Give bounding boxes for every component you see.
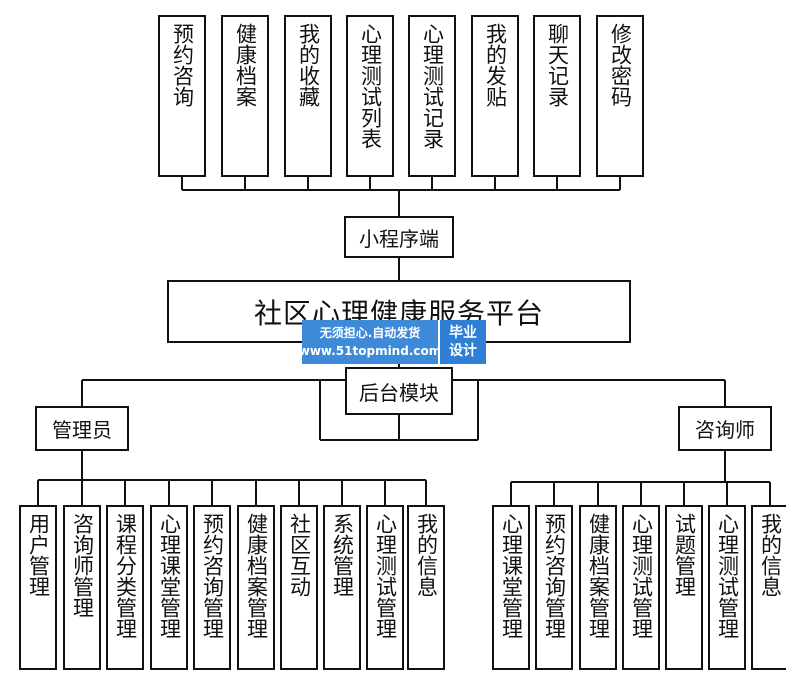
- node-admin-child: 系统管理: [323, 505, 361, 670]
- node-top-5: 心理测试记录: [408, 15, 456, 177]
- node-label: 预约咨询管理: [200, 513, 225, 639]
- node-label: 试题管理: [672, 513, 697, 597]
- node-admin-child: 我的信息: [407, 505, 445, 670]
- node-label: 心理测试管理: [373, 513, 398, 639]
- node-top-6: 我的发贴: [471, 15, 519, 177]
- node-label: 我的信息: [758, 513, 783, 597]
- node-label: 心理课堂管理: [499, 513, 524, 639]
- node-admin-child: 预约咨询管理: [193, 505, 231, 670]
- node-miniprogram: 小程序端: [344, 216, 454, 258]
- node-top-4: 心理测试列表: [346, 15, 394, 177]
- node-counselor-child: 心理课堂管理: [492, 505, 530, 670]
- node-label: 小程序端: [359, 226, 439, 251]
- node-label: 后台模块: [359, 380, 439, 405]
- watermark-url: www.51topmind.com: [298, 344, 442, 358]
- node-label: 我的发贴: [483, 23, 508, 107]
- node-label: 课程分类管理: [113, 513, 138, 639]
- node-label: 健康档案管理: [244, 513, 269, 639]
- node-counselor-child: 试题管理: [665, 505, 703, 670]
- node-label: 预约咨询管理: [542, 513, 567, 639]
- node-admin-child: 咨询师管理: [63, 505, 101, 670]
- node-label: 修改密码: [608, 23, 633, 107]
- node-admin-child: 课程分类管理: [106, 505, 144, 670]
- node-label: 咨询师: [695, 418, 755, 442]
- node-counselor-child: 心理测试管理: [708, 505, 746, 670]
- node-top-3: 我的收藏: [284, 15, 332, 177]
- node-counselor-child: 心理测试管理: [622, 505, 660, 670]
- watermark-text: 无须担心.自动发货 www.51topmind.com: [299, 320, 441, 364]
- node-counselor: 咨询师: [678, 406, 772, 451]
- node-label: 健康档案管理: [586, 513, 611, 639]
- node-top-1: 预约咨询: [158, 15, 206, 177]
- node-backend: 后台模块: [345, 367, 453, 415]
- node-admin: 管理员: [35, 406, 129, 451]
- node-admin-child: 心理测试管理: [366, 505, 404, 670]
- watermark-badge-line: 设计: [449, 343, 477, 359]
- node-label: 健康档案: [233, 23, 258, 107]
- node-top-7: 聊天记录: [533, 15, 581, 177]
- node-label: 系统管理: [330, 513, 355, 597]
- node-admin-child: 心理课堂管理: [150, 505, 188, 670]
- node-top-2: 健康档案: [221, 15, 269, 177]
- node-counselor-child: 我的信息: [751, 505, 786, 670]
- node-label: 咨询师管理: [70, 513, 95, 618]
- node-label: 我的收藏: [296, 23, 321, 107]
- watermark: 无须担心.自动发货 www.51topmind.com 毕业 设计: [299, 320, 486, 364]
- node-label: 社区互动: [287, 513, 312, 597]
- node-top-8: 修改密码: [596, 15, 644, 177]
- node-label: 管理员: [52, 418, 112, 442]
- node-label: 心理测试列表: [358, 23, 383, 149]
- node-admin-child: 社区互动: [280, 505, 318, 670]
- node-label: 心理测试管理: [715, 513, 740, 639]
- node-label: 用户管理: [26, 513, 51, 597]
- node-label: 心理测试管理: [629, 513, 654, 639]
- node-label: 预约咨询: [170, 23, 195, 107]
- node-counselor-child: 健康档案管理: [579, 505, 617, 670]
- watermark-line: 无须担心.自动发货: [319, 326, 421, 340]
- node-admin-child: 健康档案管理: [237, 505, 275, 670]
- node-label: 我的信息: [414, 513, 439, 597]
- watermark-badge-line: 毕业: [449, 325, 477, 341]
- node-admin-child: 用户管理: [19, 505, 57, 670]
- node-counselor-child: 预约咨询管理: [535, 505, 573, 670]
- node-label: 心理课堂管理: [157, 513, 182, 639]
- node-label: 聊天记录: [545, 23, 570, 107]
- node-label: 心理测试记录: [420, 23, 445, 149]
- watermark-badge: 毕业 设计: [438, 320, 486, 364]
